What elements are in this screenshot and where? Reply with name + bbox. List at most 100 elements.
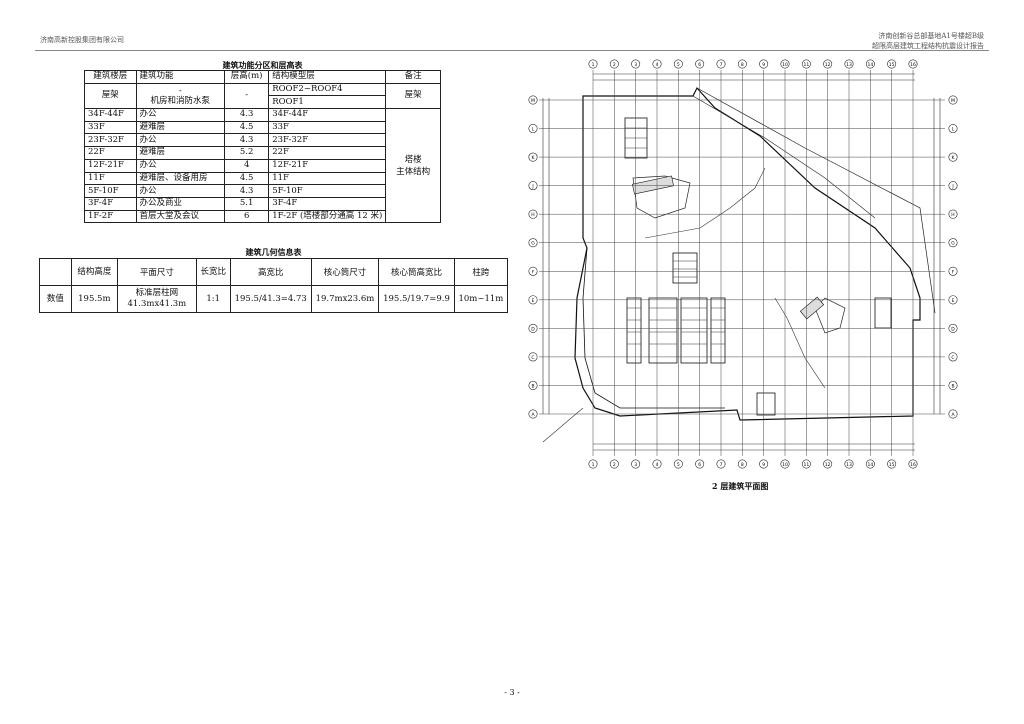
svg-text:E: E — [952, 298, 955, 304]
table-cell: 5.1 — [224, 196, 270, 211]
svg-text:8: 8 — [741, 462, 744, 468]
grid-bubble-top: 1 — [588, 59, 598, 69]
svg-text:5: 5 — [677, 62, 680, 68]
svg-text:4: 4 — [656, 462, 659, 468]
grid-bubble-left: M — [528, 95, 538, 105]
grid-bubble-right: A — [948, 409, 958, 419]
table-cell: 12F-21F — [84, 158, 137, 173]
table-row: 33F 避难层 4.5 33F — [84, 120, 441, 135]
geometry-info-table: 结构高度 平面尺寸 长宽比 高宽比 核心筒尺寸 核心筒高宽比 柱跨 数值 195… — [39, 258, 509, 313]
table-cell: - 机房和消防水泵 — [135, 82, 226, 110]
grid-bubble-right: M — [948, 95, 958, 105]
table-cell: 23F-32F — [268, 133, 387, 148]
table-row: 5F-10F 办公 4.3 5F-10F — [84, 184, 441, 198]
table-cell: 4.5 — [224, 171, 270, 186]
header-cell: 高宽比 — [229, 258, 312, 286]
grid-bubble-top: 9 — [759, 59, 769, 69]
grid-bubble-right: K — [948, 152, 958, 162]
svg-text:8: 8 — [741, 62, 744, 68]
grid-bubble-left: J — [528, 181, 538, 191]
header-cell: 层高(m) — [224, 70, 270, 84]
grid-bubble-bottom: 9 — [759, 459, 769, 469]
header-project-line1: 济南创新谷总部基地A1号楼超B级 — [878, 32, 984, 40]
table-cell: 办公 — [135, 184, 226, 198]
header-project: 济南创新谷总部基地A1号楼超B级 超限高层建筑工程结构抗震设计报告 — [872, 31, 984, 51]
svg-text:13: 13 — [846, 62, 852, 68]
header-divider — [35, 50, 989, 51]
svg-text:16: 16 — [910, 462, 916, 468]
note-main-line2: 主体结构 — [396, 166, 431, 177]
table-cell: 5F-10F — [268, 184, 387, 198]
table-cell: 1F-2F — [84, 209, 137, 224]
table-cell: 1:1 — [195, 285, 231, 313]
svg-text:E: E — [532, 298, 535, 304]
svg-text:3: 3 — [634, 62, 637, 68]
table-cell: 10m~11m — [453, 285, 509, 313]
table-row: 屋架 - 机房和消防水泵 - ROOF2~ROOF4 屋架 — [84, 82, 441, 110]
svg-text:6: 6 — [698, 462, 701, 468]
header-cell: 建筑功能 — [135, 70, 226, 84]
svg-text:15: 15 — [889, 62, 895, 68]
roof-func-bottom: 机房和消防水泵 — [150, 95, 211, 106]
svg-text:D: D — [531, 326, 535, 332]
grid-bubble-left: D — [528, 323, 538, 333]
table-cell: 避难层、设备用房 — [135, 171, 226, 186]
table-cell: 11F — [84, 171, 137, 186]
header-cell: 核心筒尺寸 — [310, 258, 380, 286]
svg-text:11: 11 — [803, 62, 809, 68]
grid-bubble-bottom: 14 — [865, 459, 875, 469]
grid-bubble-top: 11 — [801, 59, 811, 69]
grid-bubble-left: K — [528, 152, 538, 162]
grid-bubble-top: 7 — [716, 59, 726, 69]
grid-bubble-bottom: 3 — [631, 459, 641, 469]
svg-text:G: G — [951, 241, 955, 247]
grid-bubble-bottom: 16 — [908, 459, 918, 469]
grid-bubble-top: 15 — [887, 59, 897, 69]
table-cell: 4.5 — [224, 120, 270, 135]
svg-text:D: D — [951, 326, 955, 332]
table-header-row: 结构高度 平面尺寸 长宽比 高宽比 核心筒尺寸 核心筒高宽比 柱跨 — [39, 258, 509, 286]
svg-text:J: J — [951, 184, 953, 190]
table-cell: 11F — [268, 171, 387, 186]
table-cell: 数值 — [39, 285, 72, 313]
grid-bubble-top: 6 — [695, 59, 705, 69]
table-cell: 34F-44F — [268, 108, 387, 122]
grid-bubble-top: 8 — [737, 59, 747, 69]
table-cell: 33F — [84, 120, 137, 135]
table-row: 34F-44F 办公 4.3 34F-44F 塔楼 主体结构 — [84, 108, 441, 224]
svg-text:14: 14 — [867, 462, 873, 468]
table-cell: 避难层 — [135, 146, 226, 160]
grid-bubble-right: B — [948, 380, 958, 390]
svg-text:K: K — [952, 155, 956, 161]
grid-bubble-right: G — [948, 238, 958, 248]
grid-bubble-right: C — [948, 352, 958, 362]
grid-bubble-left: B — [528, 380, 538, 390]
header-cell: 核心筒高宽比 — [378, 258, 455, 286]
table-cell: 4.3 — [224, 108, 270, 122]
grid-bubble-right: E — [948, 295, 958, 305]
grid-bubble-bottom: 4 — [652, 459, 662, 469]
table-cell: 6 — [224, 209, 270, 224]
svg-text:M: M — [531, 98, 535, 104]
table-row: 22F 避难层 5.2 22F — [84, 146, 441, 160]
svg-text:F: F — [532, 269, 535, 275]
svg-text:A: A — [951, 412, 955, 418]
grid-bubble-right: D — [948, 323, 958, 333]
svg-text:13: 13 — [846, 462, 852, 468]
table-cell: 19.7mx23.6m — [310, 285, 380, 313]
grid-bubble-left: F — [528, 266, 538, 276]
svg-text:M: M — [951, 98, 955, 104]
floor-function-table: 建筑楼层 建筑功能 层高(m) 结构模型层 备注 屋架 - 机房和消防水泵 - … — [84, 70, 441, 224]
grid-bubble-top: 14 — [865, 59, 875, 69]
table-row: 23F-32F 办公 4.3 23F-32F — [84, 133, 441, 148]
header-company: 济南高新控股集团有限公司 — [40, 36, 124, 44]
svg-text:15: 15 — [889, 462, 895, 468]
grid-bubble-top: 3 — [631, 59, 641, 69]
svg-text:7: 7 — [720, 62, 723, 68]
plan-caption: 2 层建筑平面图 — [712, 481, 769, 491]
table-cell: 195.5/41.3=4.73 — [229, 285, 312, 313]
roof-func-top: - — [178, 85, 182, 96]
table-cell: 3F-4F — [268, 196, 387, 211]
header-cell — [39, 258, 72, 286]
grid-bubble-left: L — [528, 124, 538, 134]
